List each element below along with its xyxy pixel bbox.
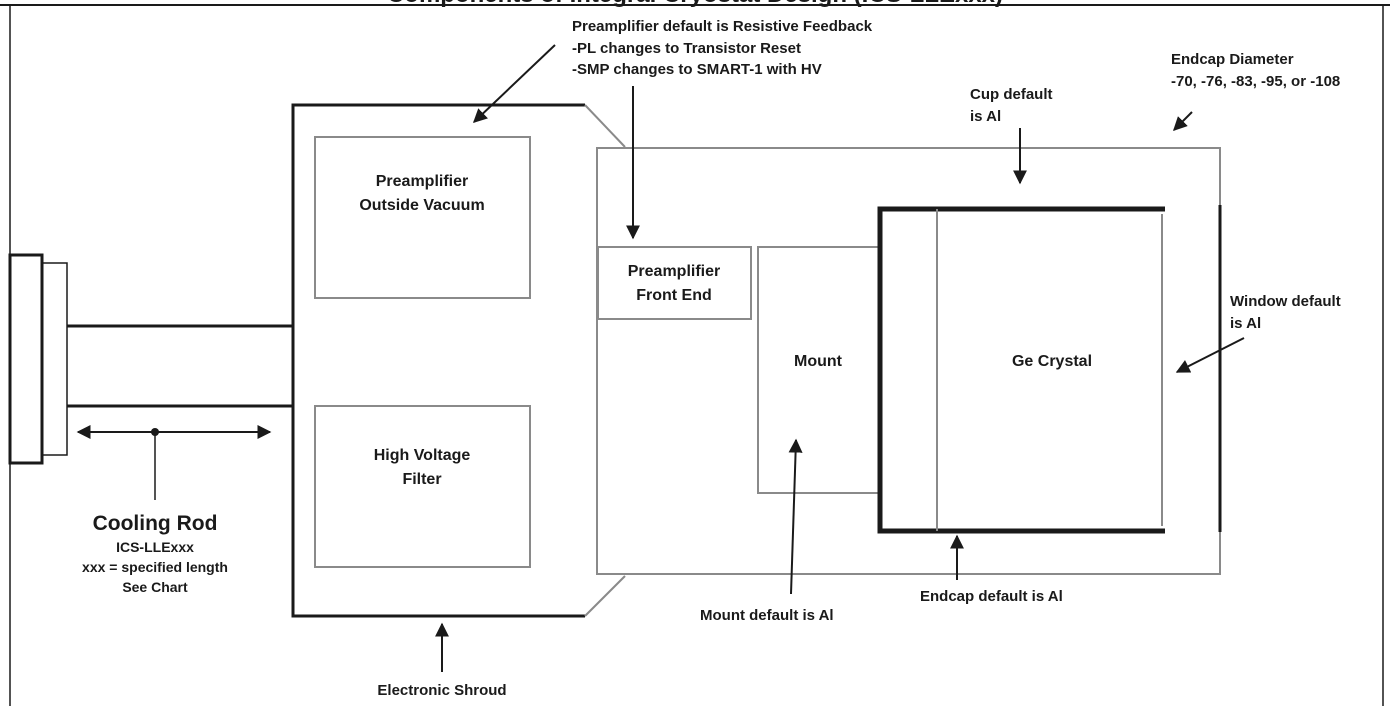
preamp-default-line2: -PL changes to Transistor Reset: [572, 40, 801, 57]
preamp-outside-line1: Preamplifier: [376, 173, 468, 190]
shroud-chamfer-top: [584, 104, 626, 148]
electronic-shroud: [291, 103, 585, 618]
mount-default-arrow: [788, 438, 803, 595]
cooling-rod-flange-inner: [41, 262, 68, 456]
preamp-outside-box: [314, 136, 531, 299]
preamp-default-line1: Preamplifier default is Resistive Feedba…: [572, 18, 873, 35]
ge-crystal-label: Ge Crystal: [1012, 353, 1092, 370]
endcap-diameter-arrow: [1173, 111, 1193, 131]
preamp-outside-line2: Outside Vacuum: [359, 197, 484, 214]
cooling-rod-label: Cooling Rod: [93, 512, 218, 535]
hv-filter-box: [314, 405, 531, 568]
hv-filter-line1: High Voltage: [374, 447, 471, 464]
mount-default-label: Mount default is Al: [700, 607, 834, 624]
endcap-diameter-line2: -70, -76, -83, -95, or -108: [1171, 73, 1340, 90]
cup-shape: [877, 206, 1165, 534]
preamp-front-end-box: [597, 246, 752, 320]
electronic-shroud-label: Electronic Shroud: [377, 682, 506, 699]
cooling-rod-sub-1: ICS-LLExxx: [116, 539, 194, 555]
preamp-default-line3: -SMP changes to SMART-1 with HV: [572, 61, 822, 78]
cooling-rod-flange-outer: [8, 253, 44, 465]
endcap-diameter-line1: Endcap Diameter: [1171, 51, 1294, 68]
mount-label: Mount: [794, 353, 843, 370]
endcap-box: [596, 147, 1221, 575]
window-default-line2: is Al: [1230, 315, 1261, 332]
cup-default-line1: Cup default: [970, 86, 1053, 103]
preamp-default-arrow: [472, 44, 556, 123]
window-default-line1: Window default: [1230, 293, 1341, 310]
preamp-front-end-line2: Front End: [636, 287, 712, 304]
cooling-rod-sub-2: xxx = specified length: [82, 559, 228, 575]
mount-box: [757, 246, 880, 494]
endcap-default-label: Endcap default is Al: [920, 588, 1063, 605]
cooling-rod-sub-3: See Chart: [122, 579, 188, 595]
hv-filter-line2: Filter: [402, 471, 441, 488]
shroud-chamfer-bottom: [584, 575, 626, 617]
preamp-front-end-line1: Preamplifier: [628, 263, 720, 280]
cup-default-line2: is Al: [970, 108, 1001, 125]
window-default-arrow: [1175, 337, 1245, 373]
